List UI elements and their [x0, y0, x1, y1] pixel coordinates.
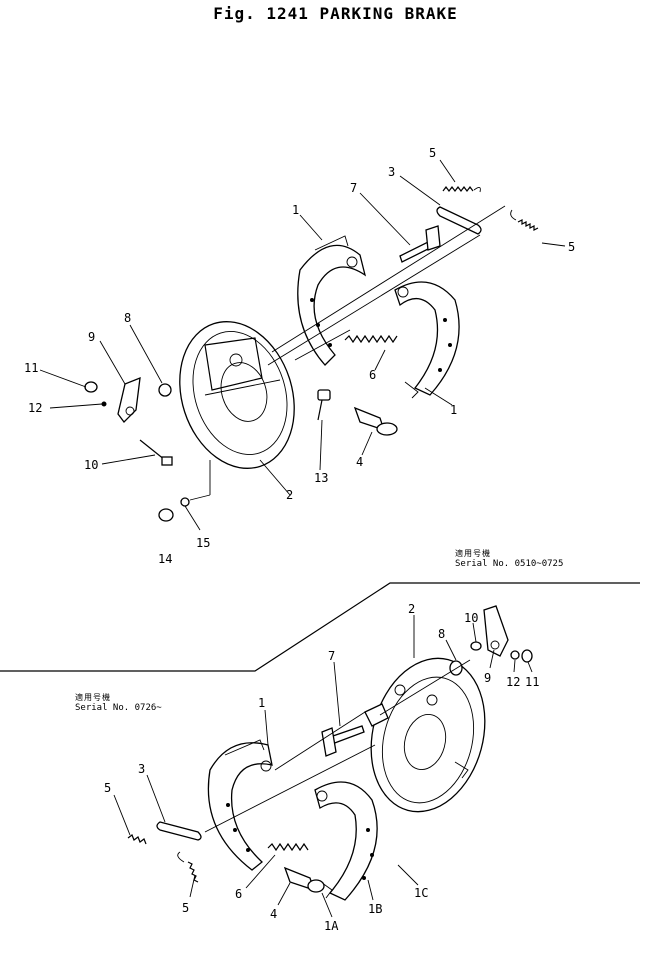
- leaders-top: [39, 159, 566, 531]
- callout-1a-bottom: 1A: [324, 919, 339, 933]
- serial-text-top: Serial No. 0510~0725: [455, 559, 564, 569]
- top-assembly: 1 1 2 3 4 5 5 6 7 8 9 10 11 12 13 14 15: [24, 146, 575, 566]
- callout-12-top: 12: [28, 401, 42, 415]
- guide-lines-bottom: [204, 659, 471, 833]
- callout-12-bottom: 12: [506, 675, 520, 689]
- callout-8-bottom: 8: [438, 627, 445, 641]
- callout-labels-top: 1 1 2 3 4 5 5 6 7 8 9 10 11 12 13 14 15: [24, 146, 575, 566]
- callout-14-top: 14: [158, 552, 172, 566]
- figure-title: Fig. 1241 PARKING BRAKE: [213, 4, 458, 23]
- guide-lines-top: [189, 205, 506, 501]
- callout-6-top: 6: [369, 368, 376, 382]
- callout-7-bottom: 7: [328, 649, 335, 663]
- pin-bottom: [321, 725, 365, 757]
- serial-range-bottom: 適用号機 Serial No. 0726~: [75, 692, 162, 714]
- callout-11-bottom: 11: [525, 675, 539, 689]
- callout-2-bottom: 2: [408, 602, 415, 616]
- callout-15-top: 15: [196, 536, 210, 550]
- lever-assembly-bottom: [449, 605, 533, 676]
- callout-1-bottom: 1: [258, 696, 265, 710]
- brake-shoe-bottom-left: [207, 739, 273, 871]
- brake-shoe-bottom-right: [314, 781, 378, 901]
- callout-13-top: 13: [314, 471, 328, 485]
- link-plate-bottom: [156, 821, 202, 841]
- backing-plate-top: [179, 321, 295, 469]
- adjuster-spring-top: [344, 334, 398, 344]
- adjuster-spring-bottom: [267, 842, 309, 852]
- adjuster-top: [353, 406, 398, 436]
- callout-5b-top: 5: [568, 240, 575, 254]
- serial-text-bottom: Serial No. 0726~: [75, 703, 162, 713]
- callout-9-bottom: 9: [484, 671, 491, 685]
- bottom-assembly: 1 1A 1B 1C 2 3 4 5 5 6 7 8 9 10 11 12: [104, 602, 539, 933]
- callout-1b-top: 1: [450, 403, 457, 417]
- serial-jp-label-top: 適用号機: [455, 549, 491, 558]
- callout-10-top: 10: [84, 458, 98, 472]
- springs-bottom: [127, 834, 199, 883]
- serial-jp-label-bottom: 適用号機: [75, 693, 111, 702]
- section-separator: [0, 582, 640, 672]
- callout-2-top: 2: [286, 488, 293, 502]
- backing-plate-bottom: [364, 657, 486, 813]
- leaders-bottom: [113, 615, 533, 918]
- callout-5-top: 5: [429, 146, 436, 160]
- bolt-top: [317, 389, 331, 421]
- callout-4-top: 4: [356, 455, 363, 469]
- callout-10-bottom: 10: [464, 611, 478, 625]
- callout-9-top: 9: [88, 330, 95, 344]
- callout-1c-bottom: 1C: [414, 886, 428, 900]
- callout-3-bottom: 3: [138, 762, 145, 776]
- brake-shoe-top-left: [297, 235, 367, 366]
- callout-8-top: 8: [124, 311, 131, 325]
- pin-top: [399, 225, 441, 263]
- callout-3-top: 3: [388, 165, 395, 179]
- link-plate-top: [436, 206, 482, 235]
- callout-6-bottom: 6: [235, 887, 242, 901]
- serial-range-top: 適用号機 Serial No. 0510~0725: [455, 548, 563, 570]
- callout-5b-bottom: 5: [182, 901, 189, 915]
- callout-7-top: 7: [350, 181, 357, 195]
- brake-shoe-top-right: [394, 281, 460, 399]
- callout-labels-bottom: 1 1A 1B 1C 2 3 4 5 5 6 7 8 9 10 11 12: [104, 602, 539, 933]
- callout-1b-bottom: 1B: [368, 902, 382, 916]
- callout-4-bottom: 4: [270, 907, 277, 921]
- springs-top: [442, 186, 539, 231]
- callout-1-top: 1: [292, 203, 299, 217]
- adjuster-bottom: [283, 866, 325, 893]
- lever-assembly-top: [84, 376, 190, 522]
- callout-5-bottom: 5: [104, 781, 111, 795]
- callout-11-top: 11: [24, 361, 38, 375]
